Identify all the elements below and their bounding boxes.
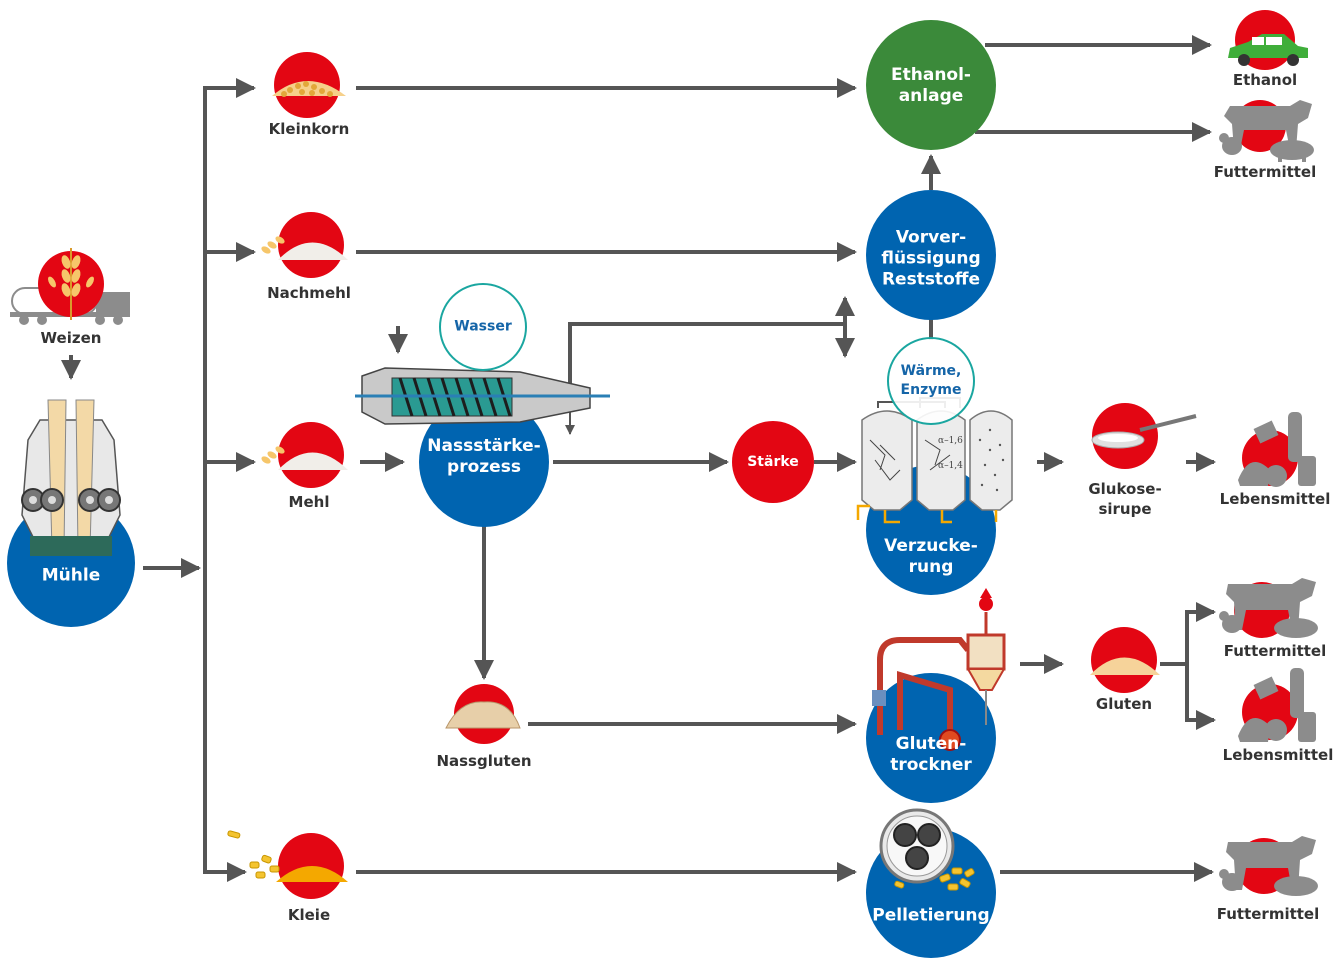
futtermittel-3-label: Futtermittel: [1216, 905, 1320, 923]
kleie-node: [227, 830, 348, 899]
glutentrockner-label-line-2: trockner: [890, 755, 972, 775]
vorver-node: [866, 190, 996, 320]
mehl-label: Mehl: [288, 493, 330, 511]
ethanol-anlage-circle: [866, 20, 996, 150]
futtermittel-1-product: [1219, 100, 1314, 162]
ethanol-product: [1228, 10, 1308, 70]
futtermittel-3-product: [1219, 836, 1318, 896]
futtermittel-2-label: Futtermittel: [1223, 642, 1327, 660]
wheat-icon: [48, 248, 94, 320]
nassgluten-label: Nassgluten: [436, 752, 532, 770]
vorver-label-line-3: Reststoffe: [881, 269, 981, 290]
glutentrockner-label: Gluten- trockner: [890, 734, 972, 776]
tank-label-alpha-14: α–1,4: [938, 461, 963, 471]
chicken-icon: [1219, 133, 1242, 155]
tank-label-alpha-16: α–1,6: [938, 436, 963, 446]
mehl-node: [261, 422, 348, 488]
waerme-enzyme-circle: [887, 337, 975, 425]
flour-pile-icon: [278, 242, 348, 260]
gluten-node: [1090, 627, 1160, 693]
lebensmittel-1-label: Lebensmittel: [1219, 490, 1331, 508]
ethanol-anlage-node: [866, 20, 996, 150]
nassgluten-node: [445, 684, 521, 744]
gluten-icon: [445, 701, 521, 729]
pelletierung-label: Pelletierung: [872, 905, 990, 926]
nassstaerke-label: Nassstärke- prozess: [427, 436, 540, 478]
ethanol-anlage-label: Ethanol- anlage: [891, 65, 971, 107]
muehle-node: [7, 399, 135, 627]
waerme-enzyme-label: Wärme, Enzyme: [901, 362, 962, 400]
nassstaerke-node: [419, 397, 549, 527]
wasser-node: [439, 283, 527, 371]
weizen-node: [10, 248, 130, 325]
chicken-icon: [1219, 869, 1242, 891]
lebensmittel-2-product: [1238, 668, 1316, 742]
verzuckerung-label: Verzucke- rung: [884, 536, 978, 578]
weizen-label: Weizen: [40, 329, 102, 347]
glukose-node: [1091, 403, 1197, 469]
vorver-label-line-2: flüssigung: [881, 248, 981, 269]
bran-icon: [276, 866, 348, 882]
futtermittel-2-product: [1219, 578, 1318, 638]
ethanol-anlage-label-line-1: Ethanol-: [891, 65, 971, 85]
vorver-label: Vorver- flüssigung Reststoffe: [881, 228, 980, 291]
futtermittel-1-label: Futtermittel: [1213, 163, 1317, 181]
nassstaerke-label-line-2: prozess: [447, 457, 521, 477]
glukosesirupe-label: Glukose- sirupe: [1088, 479, 1161, 519]
kleie-circle: [278, 833, 344, 899]
arrow-decanter-up: [568, 322, 845, 385]
verzuckerung-label-line-2: rung: [908, 557, 954, 577]
food-icon: [1238, 412, 1316, 487]
ethanol-anlage-label-line-2: anlage: [898, 86, 964, 106]
wasser-circle: [439, 283, 527, 371]
verzuckerung-label-line-1: Verzucke-: [884, 536, 978, 556]
vorver-circle: [866, 190, 996, 320]
kleinkorn-label: Kleinkorn: [268, 120, 350, 138]
pig-icon: [1274, 876, 1318, 896]
flow-arrows: [61, 35, 1216, 882]
glukosesirupe-label-line-2: sirupe: [1098, 500, 1152, 518]
gluten-label: Gluten: [1095, 695, 1153, 713]
nachmehl-label: Nachmehl: [267, 284, 351, 302]
ethanol-product-label: Ethanol: [1232, 71, 1298, 89]
pig-icon: [1274, 618, 1318, 638]
decanter-icon: [355, 367, 610, 425]
pig-icon: [1270, 140, 1314, 162]
kleinkorn-node: [272, 52, 346, 118]
waerme-enzyme-label-line-1: Wärme,: [900, 363, 962, 379]
waerme-enzyme-node: [887, 337, 975, 425]
staerke-circle: [732, 421, 814, 503]
food-icon: [1238, 668, 1316, 742]
pellet-die-icon: [879, 808, 975, 891]
cow-icon: [1226, 578, 1316, 630]
glukosesirupe-label-line-1: Glukose-: [1088, 480, 1162, 498]
kleie-label: Kleie: [287, 906, 331, 924]
waerme-enzyme-label-line-2: Enzyme: [900, 382, 962, 398]
mill-icon: [21, 399, 121, 556]
cow-icon: [1224, 100, 1312, 150]
muehle-label: Mühle: [41, 565, 101, 586]
glutentrockner-label-line-1: Gluten-: [895, 734, 967, 754]
lebensmittel-2-label: Lebensmittel: [1222, 746, 1334, 764]
nassstaerke-circle: [419, 397, 549, 527]
lebensmittel-1-product: [1238, 412, 1316, 487]
nassstaerke-label-line-1: Nassstärke-: [427, 436, 541, 456]
staerke-label: Stärke: [747, 454, 799, 470]
spoon-icon: [1091, 414, 1197, 449]
wasser-label: Wasser: [454, 318, 512, 335]
chicken-icon: [1219, 611, 1242, 633]
car-icon: [1228, 34, 1308, 66]
dryer-icon: [872, 588, 1006, 751]
vorver-label-line-1: Vorver-: [895, 227, 967, 248]
nachmehl-node: [261, 212, 348, 278]
staerke-node: [732, 421, 814, 503]
